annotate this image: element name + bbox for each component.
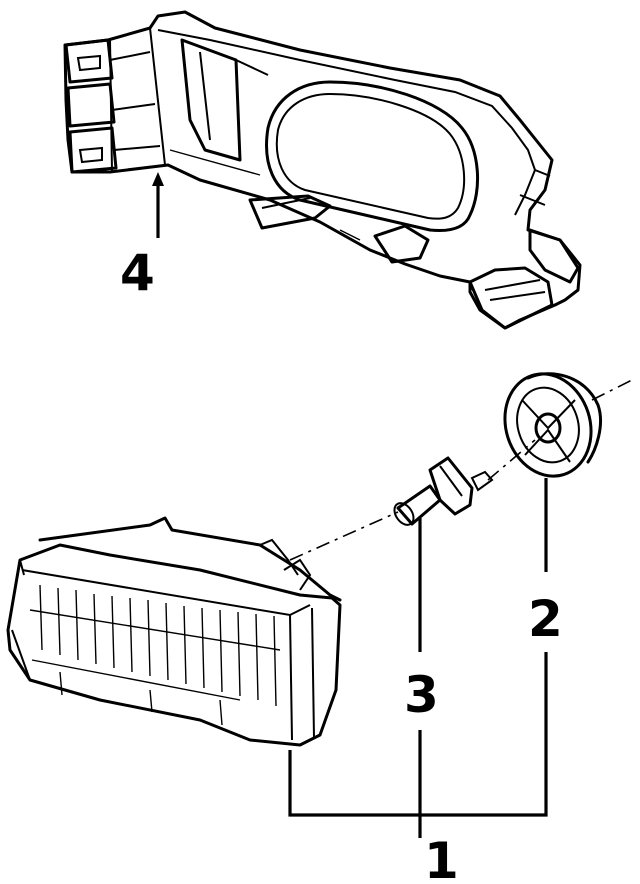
assembly-axis-line-2	[487, 439, 536, 481]
leader-lines	[152, 172, 548, 838]
callout-3: 3	[404, 666, 439, 724]
callout-4: 4	[120, 244, 155, 302]
callout-2: 2	[528, 590, 563, 648]
callout-1: 1	[424, 832, 459, 884]
headlamp-bulb	[393, 456, 494, 526]
mounting-panel	[63, 10, 582, 330]
headlamp-assembly	[6, 516, 342, 747]
assembly-axis-line-3	[591, 379, 633, 401]
bulb-retainer-cover	[503, 372, 603, 478]
assembly-axis-line	[289, 511, 399, 561]
